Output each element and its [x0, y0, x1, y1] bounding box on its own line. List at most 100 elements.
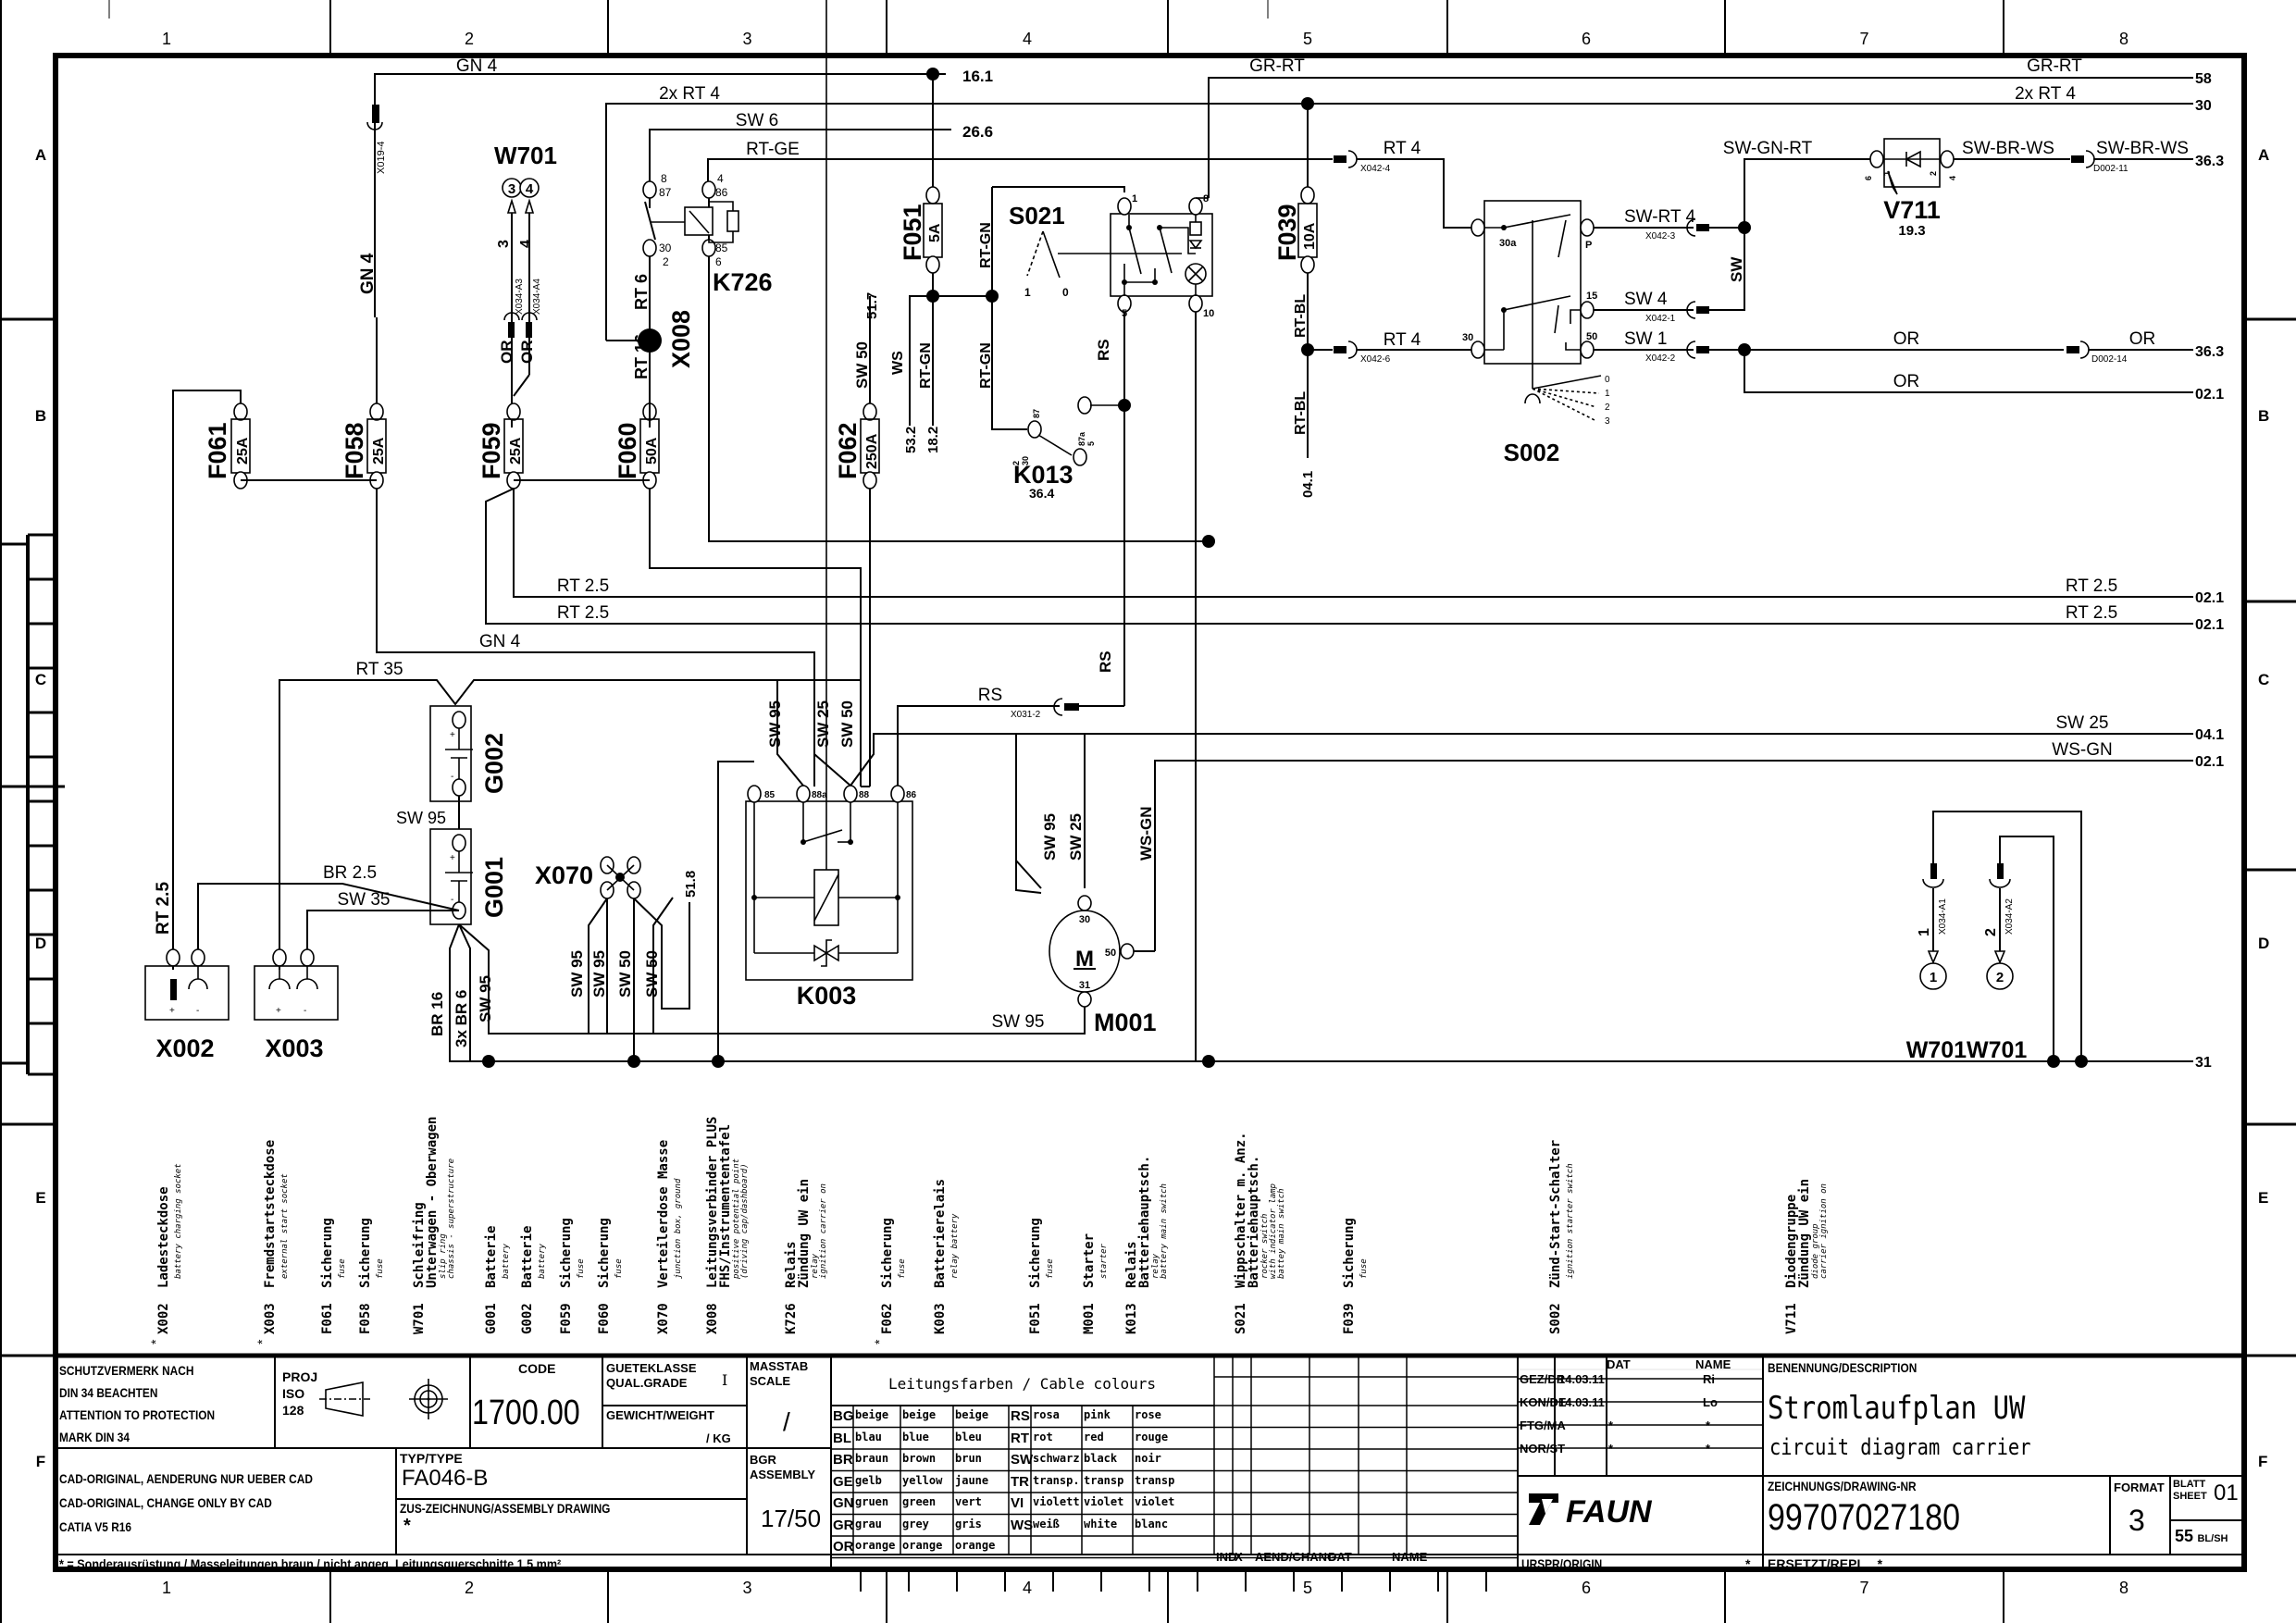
column-label-top: 8	[2119, 30, 2128, 48]
legend-german: Leitungsverbinder PLUS	[705, 1117, 720, 1288]
legend-german: Diodengruppe	[1784, 1195, 1799, 1288]
fuse-rating: 25A	[371, 437, 387, 465]
wire-label: RT 2.5	[557, 576, 609, 596]
legend-english: fuse	[338, 1258, 347, 1279]
motor-symbol: M	[1075, 947, 1094, 972]
cross-ref: 02.1	[2195, 387, 2224, 403]
column-label-top: 2	[465, 30, 474, 48]
legend-english: diode group	[1811, 1223, 1820, 1279]
fuse-f062: 250A F062 SW 50 51.7	[834, 292, 880, 489]
wire-label: SW 50	[853, 341, 871, 389]
column-label-bottom: 7	[1859, 1579, 1868, 1597]
legend-german: Fremdstartsteckdose	[263, 1140, 278, 1288]
polarity: -	[451, 895, 453, 905]
wire-label: RT-GN	[978, 222, 994, 268]
pin-label: 50	[1105, 948, 1116, 959]
legend-german: Schleifring	[412, 1202, 427, 1288]
legend-german-2: Batteriehauptsch.	[1137, 1156, 1152, 1288]
polarity: +	[276, 1006, 281, 1016]
wire-label: SW 95	[477, 975, 494, 1022]
legend-english-2: chassis - superstructure	[447, 1158, 456, 1279]
pin-label: 87a	[1077, 431, 1086, 446]
pin-label: 8	[1203, 193, 1209, 204]
wire-label: SW 35	[337, 890, 390, 910]
legend-english: fuse	[898, 1258, 907, 1279]
component-label-k003: K003	[797, 982, 857, 1010]
legend-english: positive potential point	[732, 1158, 741, 1280]
wire-label: RT-GN	[918, 342, 934, 389]
wire-label: SW-BR-WS	[1962, 139, 2054, 158]
polarity: -	[451, 772, 453, 782]
wire-label: 1	[1917, 928, 1932, 936]
wire-label: RT 4	[1384, 330, 1421, 350]
cross-ref: 02.1	[2195, 590, 2224, 606]
row-label-left: E	[35, 1189, 45, 1207]
legend-german-2: Zündung UW ein	[797, 1179, 812, 1288]
cross-ref: 36.3	[2195, 344, 2224, 360]
wire-label: GN 4	[358, 253, 378, 294]
wire-label: SW 50	[643, 950, 661, 997]
wire-label: GR-RT	[2027, 56, 2082, 76]
pin-label: 85	[764, 790, 776, 800]
wire-label: BR 16	[428, 992, 446, 1036]
starter-m001: M 30 50 31 M001	[1049, 895, 1157, 1036]
wire-label: GN 4	[479, 632, 521, 651]
connector-label: D002-11	[2093, 164, 2128, 174]
wire-label: WS-GN	[1137, 806, 1155, 861]
legend-id: F039	[1342, 1303, 1357, 1334]
row-label-left: D	[35, 935, 46, 952]
pin-label: 1	[1930, 970, 1937, 985]
row-label-left: C	[35, 671, 46, 688]
column-label-bottom: 3	[742, 1579, 751, 1597]
wire-label: SW 95	[590, 950, 608, 997]
fuse-f058: 25A F058	[341, 403, 387, 489]
wire-label: 2x RT 4	[659, 84, 720, 104]
cross-ref: 19.3	[1898, 223, 1925, 239]
row-label-right: F	[2258, 1453, 2267, 1470]
legend-english: rocker switch	[1260, 1214, 1270, 1279]
switch-position: 1	[1024, 286, 1031, 299]
cross-ref: 16.1	[962, 68, 993, 85]
legend-german: Relais	[784, 1241, 799, 1288]
legend-id: S002	[1548, 1303, 1563, 1334]
component-label-x003: X003	[265, 1035, 323, 1062]
diode-group-v711: SW-GN-RT 6 1 2 4 V711 19.3	[1723, 138, 1957, 239]
wire-label: SW-BR-WS	[2096, 139, 2189, 158]
component-label-w701: W701	[494, 142, 557, 169]
legend-id: X003	[263, 1303, 278, 1334]
component-label-f059: F059	[478, 422, 505, 479]
fuse-rating: 25A	[508, 437, 524, 465]
cross-ref: 02.1	[2195, 754, 2224, 770]
wire-label: RT 35	[355, 660, 403, 679]
legend-id: F062	[880, 1303, 895, 1334]
wire-label: SW 25	[2055, 713, 2108, 733]
wire-label: RT-GE	[746, 140, 800, 159]
wire-label: SW 25	[1067, 813, 1085, 861]
switch-s021: S021 1 0 1 8 5 10	[1009, 193, 1214, 319]
legend-id: X002	[156, 1303, 171, 1334]
pin-label: 30	[1079, 914, 1090, 925]
polarity: -	[196, 1006, 199, 1016]
fuse-f059: 25A F059	[478, 403, 524, 489]
cross-ref: 30	[2195, 98, 2212, 114]
connector-label: X034-A4	[532, 279, 542, 315]
title-block-grid	[56, 1353, 2244, 1592]
wire-label: SW 95	[766, 700, 784, 748]
legend-id: K013	[1124, 1303, 1139, 1334]
legend-german: Sicherung	[1342, 1218, 1357, 1288]
legend-id: X008	[705, 1303, 720, 1334]
pin-label: 30a	[1499, 238, 1517, 249]
column-label-bottom: 8	[2119, 1579, 2128, 1597]
pin-label: 2	[1929, 171, 1938, 176]
fuse-rating: 250A	[864, 433, 880, 469]
connector-label: D002-14	[2091, 354, 2128, 365]
legend-german: Sicherung	[880, 1218, 895, 1288]
cross-ref: 02.1	[2195, 617, 2224, 633]
legend-id: F051	[1028, 1303, 1043, 1334]
wire-label: BR 2.5	[323, 863, 377, 883]
pin-label: 88	[859, 790, 870, 800]
cross-ref: 51.8	[683, 871, 699, 898]
